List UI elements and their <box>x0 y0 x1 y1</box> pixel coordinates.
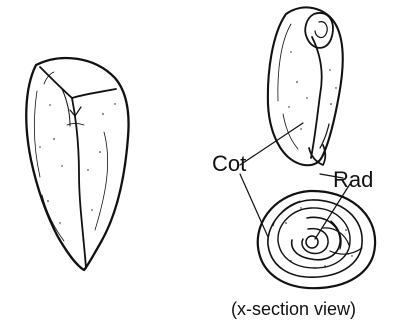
cross-section-caption: (x-section view) <box>231 300 356 318</box>
embryo-side-view <box>268 7 343 165</box>
whole-seed <box>26 58 128 270</box>
embryo-texture <box>288 51 336 129</box>
cotyledon-label: Cot <box>212 153 246 175</box>
cross-section <box>258 191 375 288</box>
radicle-label: Rad <box>333 169 373 191</box>
cot-lower-leader-line <box>240 174 268 237</box>
